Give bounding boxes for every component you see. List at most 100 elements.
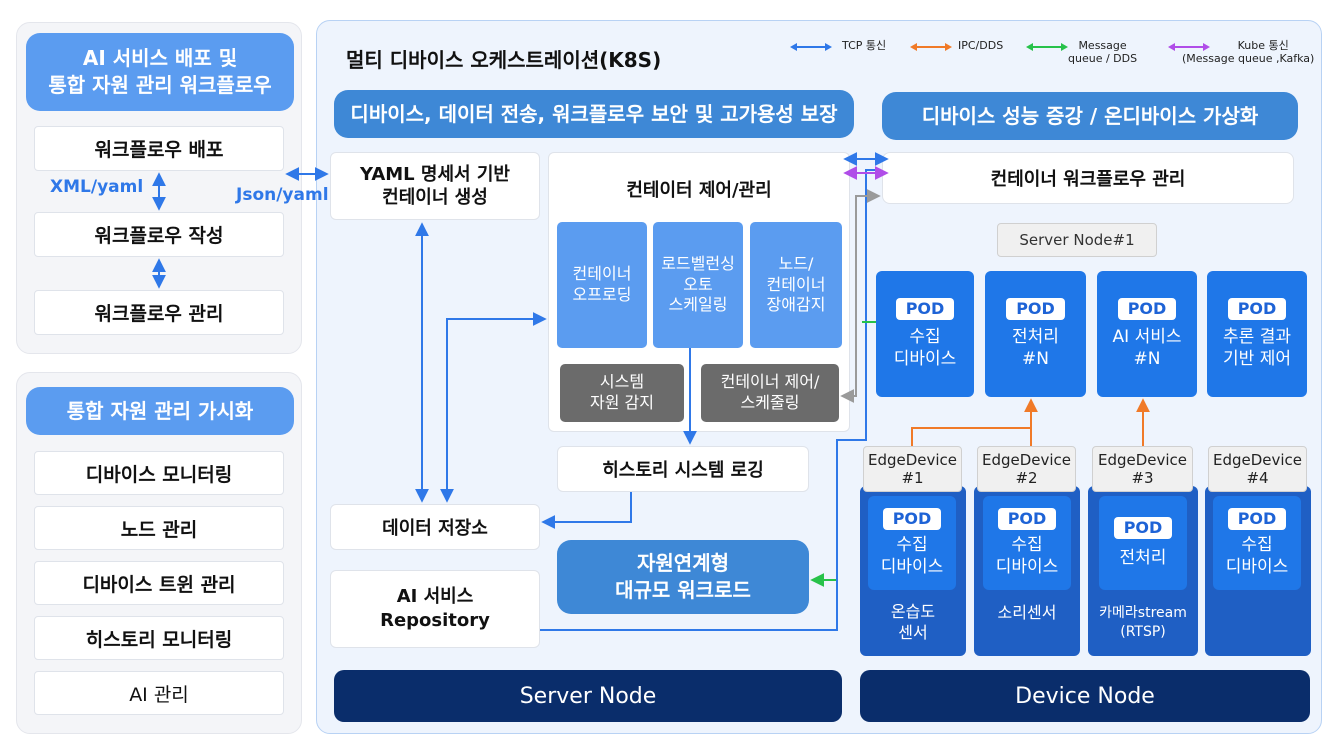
pod-tag: POD [1227,297,1287,321]
offloading-l2: 오프로딩 [572,285,632,304]
pod-line1: 수집 [896,535,928,556]
pod-line2: 디바이스 [893,349,957,370]
pod-line1: 수집 [909,327,941,348]
legend-ipc-text: IPC/DDS [958,39,1004,52]
server-node-tag: Server Node#1 [997,223,1157,257]
server-pod-preprocess[interactable]: POD 전처리 #N [985,271,1086,397]
edge-tag-l1: EdgeDevice [867,451,958,469]
sensor-l2: 센서 [898,623,928,642]
pod-tag: POD [882,507,942,531]
pod-line1: 전처리 [1119,548,1167,569]
ai-manage-item[interactable]: AI 관리 [34,671,284,715]
history-logging-box[interactable]: 히스토리 시스템 로깅 [557,446,809,492]
edge-sensor-label: 카메라stream (RTSP) [1088,598,1198,648]
sensor-l2: (RTSP) [1120,624,1166,640]
workload-box[interactable]: 자원연계형 대규모 워크로드 [557,540,809,614]
fault-l3: 장애감지 [766,295,826,315]
edge-sensor-label: 소리센서 [974,598,1080,628]
pod-tag: POD [1117,297,1177,321]
edge-pod[interactable]: POD 전처리 [1099,496,1187,590]
node-manage-item[interactable]: 노드 관리 [34,506,284,550]
system-resource-box[interactable]: 시스템 자원 감지 [560,364,684,422]
ai-repository-box[interactable]: AI 서비스 Repository [330,570,540,648]
lb-l3: 스케일링 [668,295,728,315]
workflow-panel-title: AI 서비스 배포 및 통합 자원 관리 워크플로우 [26,33,294,111]
load-balancing-box[interactable]: 로드벨런싱 오토 스케일링 [653,222,743,348]
data-storage-box[interactable]: 데이터 저장소 [330,504,540,550]
yaml-container-box[interactable]: YAML 명세서 기반 컨테이너 생성 [330,152,540,220]
server-pod-ai-service[interactable]: POD AI 서비스 #N [1097,271,1197,397]
device-monitoring-item[interactable]: 디바이스 모니터링 [34,451,284,495]
sensor-l1: 소리센서 [997,602,1057,622]
sysres-l1: 시스템 [599,372,645,392]
pod-line2: #N [1022,349,1049,370]
pod-line2: 디바이스 [995,557,1059,578]
repo-l1: AI 서비스 [396,585,474,607]
legend-mq-line2: queue / DDS [1068,51,1138,65]
edge-device-tag: EdgeDevice #3 [1092,446,1193,492]
sensor-l1: 카메라stream [1099,605,1187,622]
edge-tag-l2: #4 [1246,469,1269,487]
offloading-box[interactable]: 컨테이너 오프로딩 [557,222,647,348]
legend-kube-line2: (Message queue ,Kafka) [1182,51,1315,65]
workflow-title-line2: 통합 자원 관리 워크플로우 [48,73,272,97]
workflow-manage-button[interactable]: 워크플로우 관리 [34,290,284,335]
fault-detect-box[interactable]: 노드/ 컨테이너 장애감지 [750,222,842,348]
pod-tag: POD [997,507,1057,531]
offloading-l1: 컨테이너 [572,264,632,284]
edge-pod[interactable]: POD 수집 디바이스 [983,496,1071,590]
legend-tcp-text: TCP 통신 [842,39,887,52]
repo-l2: Repository [380,610,490,631]
server-pod-collect[interactable]: POD 수집 디바이스 [876,271,974,397]
legend-mq-arrow [1026,43,1068,51]
container-workflow-box[interactable]: 컨테이너 워크플로우 관리 [882,152,1294,204]
scheduling-box[interactable]: 컨테이너 제어/ 스케줄링 [701,364,839,422]
workflow-title-line1: AI 서비스 배포 및 [82,46,238,70]
legend-mq-text: Message queue / DDS [1068,39,1138,65]
lb-l1: 로드벨런싱 [661,253,735,273]
pod-line2: 디바이스 [880,557,944,578]
workflow-deploy-button[interactable]: 워크플로우 배포 [34,126,284,171]
yaml-line1: YAML 명세서 기반 [360,163,510,185]
pod-tag: POD [1006,297,1065,321]
xml-yaml-label: XML/yaml [50,177,144,197]
edge-sensor-label: 온습도 센서 [860,598,966,648]
pod-tag: POD [895,297,955,321]
sched-l1: 컨테이너 제어/ [720,372,820,392]
orchestration-title: 멀티 디바이스 오케스트레이션(K8S) [346,48,662,72]
device-twin-item[interactable]: 디바이스 트윈 관리 [34,561,284,605]
legend-kube-line1: Kube 통신 [1237,39,1289,52]
edge-tag-l1: EdgeDevice [1097,451,1188,469]
json-yaml-label: Json/yaml [236,185,329,205]
sysres-l2: 자원 감지 [590,393,654,412]
legend-mq-line1: Message [1078,39,1127,52]
edge-tag-l2: #3 [1131,469,1154,487]
security-banner: 디바이스, 데이터 전송, 워크플로우 보안 및 고가용성 보장 [334,90,854,138]
edge-device-tag: EdgeDevice #1 [863,446,962,492]
pod-line1: 수집 [1011,535,1043,556]
pod-line1: 수집 [1241,535,1273,556]
server-pod-inference-control[interactable]: POD 추론 결과 기반 제어 [1207,271,1307,397]
workflow-author-button[interactable]: 워크플로우 작성 [34,212,284,257]
device-node-bar: Device Node [860,670,1310,722]
lb-l2: 오토 [683,274,713,294]
sensor-l1: 온습도 [890,602,936,622]
legend-ipc-arrow [910,43,952,51]
edge-tag-l2: #1 [901,469,924,487]
history-monitoring-item[interactable]: 히스토리 모니터링 [34,616,284,660]
container-control-title: 컨테이터 제어/관리 [626,180,772,201]
workload-l1: 자원연계형 [637,551,729,575]
pod-line2: 디바이스 [1225,557,1289,578]
pod-tag: POD [1113,516,1173,540]
fault-l2: 컨테이너 [766,274,826,294]
server-node-bar: Server Node [334,670,842,722]
pod-line2: 기반 제어 [1223,349,1291,370]
edge-device-tag: EdgeDevice #4 [1208,446,1307,492]
pod-line1: 전처리 [1012,327,1059,348]
virtualization-banner: 디바이스 성능 증강 / 온디바이스 가상화 [882,92,1298,140]
edge-device-tag: EdgeDevice #2 [977,446,1076,492]
sched-l2: 스케줄링 [740,393,800,412]
edge-tag-l1: EdgeDevice [981,451,1072,469]
edge-pod[interactable]: POD 수집 디바이스 [868,496,956,590]
edge-pod[interactable]: POD 수집 디바이스 [1213,496,1301,590]
